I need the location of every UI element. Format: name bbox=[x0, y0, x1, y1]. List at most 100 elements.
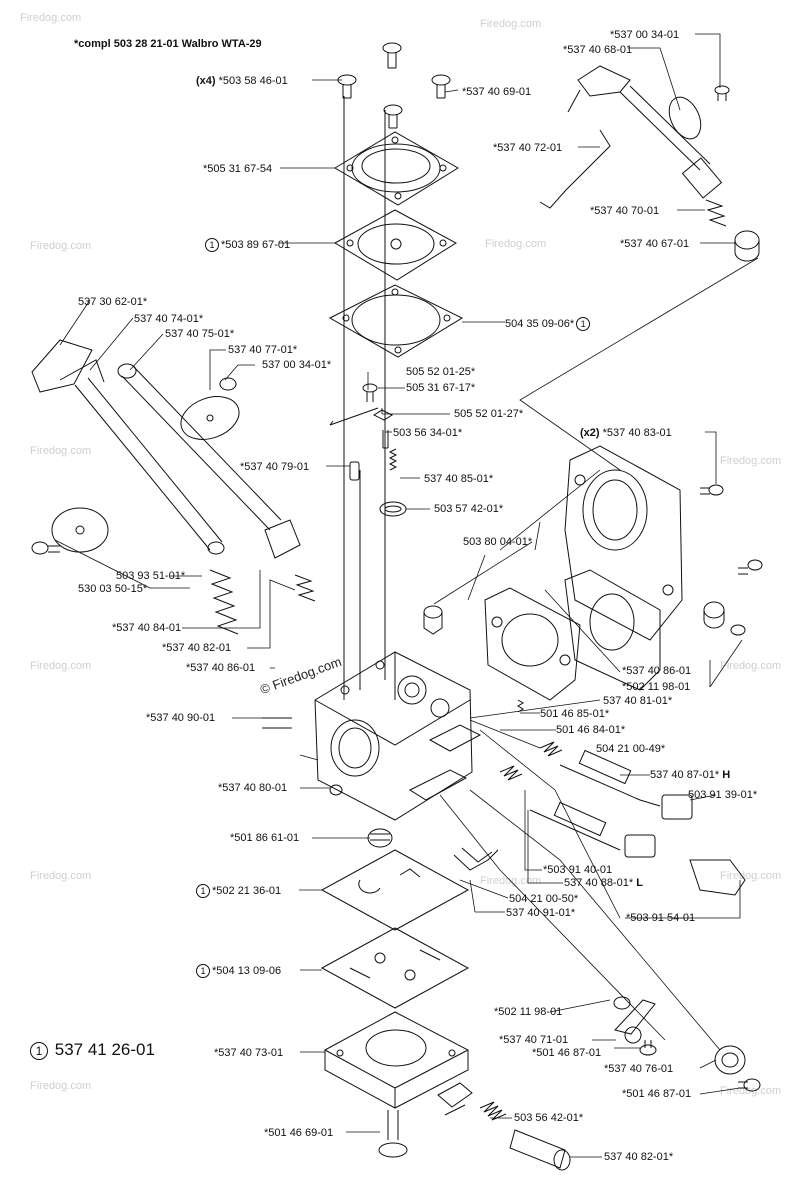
pin-icon bbox=[349, 461, 360, 481]
part-label[interactable]: *537 40 71-01 bbox=[499, 1034, 569, 1046]
part-label[interactable]: *537 40 84-01 bbox=[112, 622, 182, 634]
part-label[interactable]: 537 40 82-01* bbox=[604, 1151, 674, 1163]
watermark: Firedog.com bbox=[480, 18, 542, 30]
part-label[interactable]: 504 35 09-06*1 bbox=[505, 317, 592, 331]
assembly-compl-label: *compl 503 28 21-01 Walbro WTA-29 bbox=[74, 38, 262, 50]
part-label[interactable]: *537 40 86-01 bbox=[186, 662, 256, 674]
part-label[interactable]: *502 11 98-01 bbox=[494, 1006, 563, 1018]
bracket-icon bbox=[264, 519, 301, 559]
part-number: 504 35 09-06* bbox=[505, 317, 575, 330]
part-label[interactable]: *537 40 67-01 bbox=[620, 238, 690, 250]
swivel-icon bbox=[714, 1045, 746, 1075]
part-label[interactable]: 1*503 89 67-01 bbox=[205, 238, 290, 252]
part-label[interactable]: 503 56 42-01* bbox=[514, 1112, 584, 1124]
link-rod-icon bbox=[539, 129, 611, 209]
part-label[interactable]: 537 00 34-01* bbox=[262, 359, 332, 371]
watermark: Firedog.com bbox=[485, 238, 547, 250]
part-label[interactable]: *537 40 90-01 bbox=[146, 712, 216, 724]
spring-icon bbox=[499, 765, 523, 781]
high-speed-marker: H bbox=[722, 769, 731, 781]
filter-screen-icon bbox=[367, 828, 393, 848]
part-label[interactable]: 1*502 21 36-01 bbox=[196, 884, 281, 898]
part-label[interactable]: (x2) *537 40 83-01 bbox=[580, 427, 672, 439]
part-label[interactable]: *503 91 54-01 bbox=[626, 912, 696, 924]
diaphragm-icon bbox=[320, 927, 470, 1009]
part-label[interactable]: 503 91 39-01* bbox=[688, 789, 758, 801]
part-label[interactable]: 503 80 04-01* bbox=[463, 536, 533, 548]
part-label[interactable]: 505 31 67-17* bbox=[406, 382, 476, 394]
choke-shaft-icon bbox=[74, 377, 225, 555]
repair-kit-part-number: 537 41 26-01 bbox=[54, 1040, 155, 1059]
part-label[interactable]: 537 40 85-01* bbox=[424, 473, 494, 485]
part-label[interactable]: *505 31 67-54 bbox=[203, 163, 273, 175]
part-label[interactable]: *502 11 98-01 bbox=[622, 681, 691, 693]
part-label[interactable]: *501 46 87-01 bbox=[532, 1047, 602, 1059]
part-label[interactable]: 503 93 51-01* bbox=[116, 570, 186, 582]
part-label[interactable]: 505 52 01-27* bbox=[454, 408, 524, 420]
part-label[interactable]: 503 56 34-01* bbox=[393, 427, 463, 439]
spring-icon bbox=[209, 569, 239, 635]
screw-icon bbox=[738, 1078, 761, 1092]
part-label[interactable]: 530 03 50-15* bbox=[78, 583, 148, 595]
clip-icon bbox=[730, 624, 746, 636]
needle-icon bbox=[329, 407, 379, 426]
repair-kit-reference[interactable]: 1 537 41 26-01 bbox=[30, 1040, 155, 1060]
part-label[interactable]: *537 40 80-01 bbox=[218, 782, 288, 794]
part-label[interactable]: *537 40 86-01 bbox=[622, 665, 692, 677]
part-label[interactable]: 1*504 13 09-06 bbox=[196, 964, 281, 978]
kit-circle-icon: 1 bbox=[196, 884, 210, 898]
part-label[interactable]: *537 40 79-01 bbox=[240, 461, 310, 473]
spring-icon bbox=[517, 699, 524, 713]
part-label[interactable]: 537 40 74-01* bbox=[134, 313, 204, 325]
watermark: Firedog.com bbox=[30, 445, 92, 457]
part-label[interactable]: *537 40 73-01 bbox=[214, 1047, 284, 1059]
kit-circle-icon: 1 bbox=[30, 1041, 48, 1060]
part-label[interactable]: *537 40 76-01 bbox=[604, 1063, 674, 1075]
part-label[interactable]: 503 57 42-01* bbox=[434, 503, 504, 515]
spring-icon bbox=[479, 1101, 507, 1121]
part-label[interactable]: 501 46 84-01* bbox=[556, 724, 626, 736]
part-label[interactable]: 537 40 91-01* bbox=[506, 907, 576, 919]
part-label[interactable]: *537 40 69-01 bbox=[462, 86, 532, 98]
kit-circle-icon: 1 bbox=[196, 964, 210, 978]
part-label[interactable]: 537 30 62-01* bbox=[78, 296, 148, 308]
screw-icon bbox=[700, 484, 724, 496]
washer-icon bbox=[51, 507, 109, 553]
part-number: 537 40 87-01* bbox=[650, 769, 720, 781]
part-label[interactable]: 504 21 00-49* bbox=[596, 743, 666, 755]
watermark: Firedog.com bbox=[30, 1080, 92, 1092]
part-number: *503 58 46-01 bbox=[218, 75, 288, 87]
part-label[interactable]: (x4) *503 58 46-01 bbox=[196, 75, 288, 87]
part-label[interactable]: *501 46 69-01 bbox=[264, 1127, 334, 1139]
part-number: *502 21 36-01 bbox=[212, 884, 282, 897]
screw-icon bbox=[738, 559, 763, 575]
watermark: Firedog.com bbox=[30, 660, 92, 672]
part-label[interactable]: *501 86 61-01 bbox=[230, 832, 300, 844]
part-number: 537 40 88-01* bbox=[564, 877, 634, 889]
part-label[interactable]: *537 40 82-01 bbox=[162, 642, 232, 654]
part-label[interactable]: 537 40 87-01* H bbox=[650, 769, 730, 781]
part-label[interactable]: 505 52 01-25* bbox=[406, 366, 476, 378]
part-label[interactable]: 537 40 81-01* bbox=[603, 695, 673, 707]
plug-icon bbox=[661, 794, 693, 820]
part-label[interactable]: *503 91 40-01 bbox=[543, 864, 613, 876]
part-label[interactable]: 501 46 85-01* bbox=[540, 708, 610, 720]
part-label[interactable]: 537 40 75-01* bbox=[165, 328, 235, 340]
part-label[interactable]: *537 40 72-01 bbox=[493, 142, 563, 154]
part-label[interactable]: *537 40 68-01 bbox=[563, 44, 633, 56]
metering-cover-icon bbox=[324, 1011, 469, 1109]
part-label[interactable]: *537 40 70-01 bbox=[590, 205, 660, 217]
carburetor-body-icon bbox=[314, 651, 482, 821]
part-label[interactable]: 504 21 00-50* bbox=[509, 893, 579, 905]
plug-icon bbox=[624, 834, 656, 858]
jet-icon bbox=[423, 605, 443, 635]
part-label[interactable]: 537 40 77-01* bbox=[228, 344, 298, 356]
part-label[interactable]: 537 40 88-01* L bbox=[564, 877, 643, 889]
washer-icon bbox=[613, 996, 631, 1010]
part-label[interactable]: *501 46 87-01 bbox=[622, 1088, 692, 1100]
part-number: *504 13 09-06 bbox=[212, 964, 282, 977]
flange-icon bbox=[564, 445, 683, 641]
screw-icon bbox=[362, 383, 378, 402]
part-label[interactable]: *537 00 34-01 bbox=[610, 29, 680, 41]
